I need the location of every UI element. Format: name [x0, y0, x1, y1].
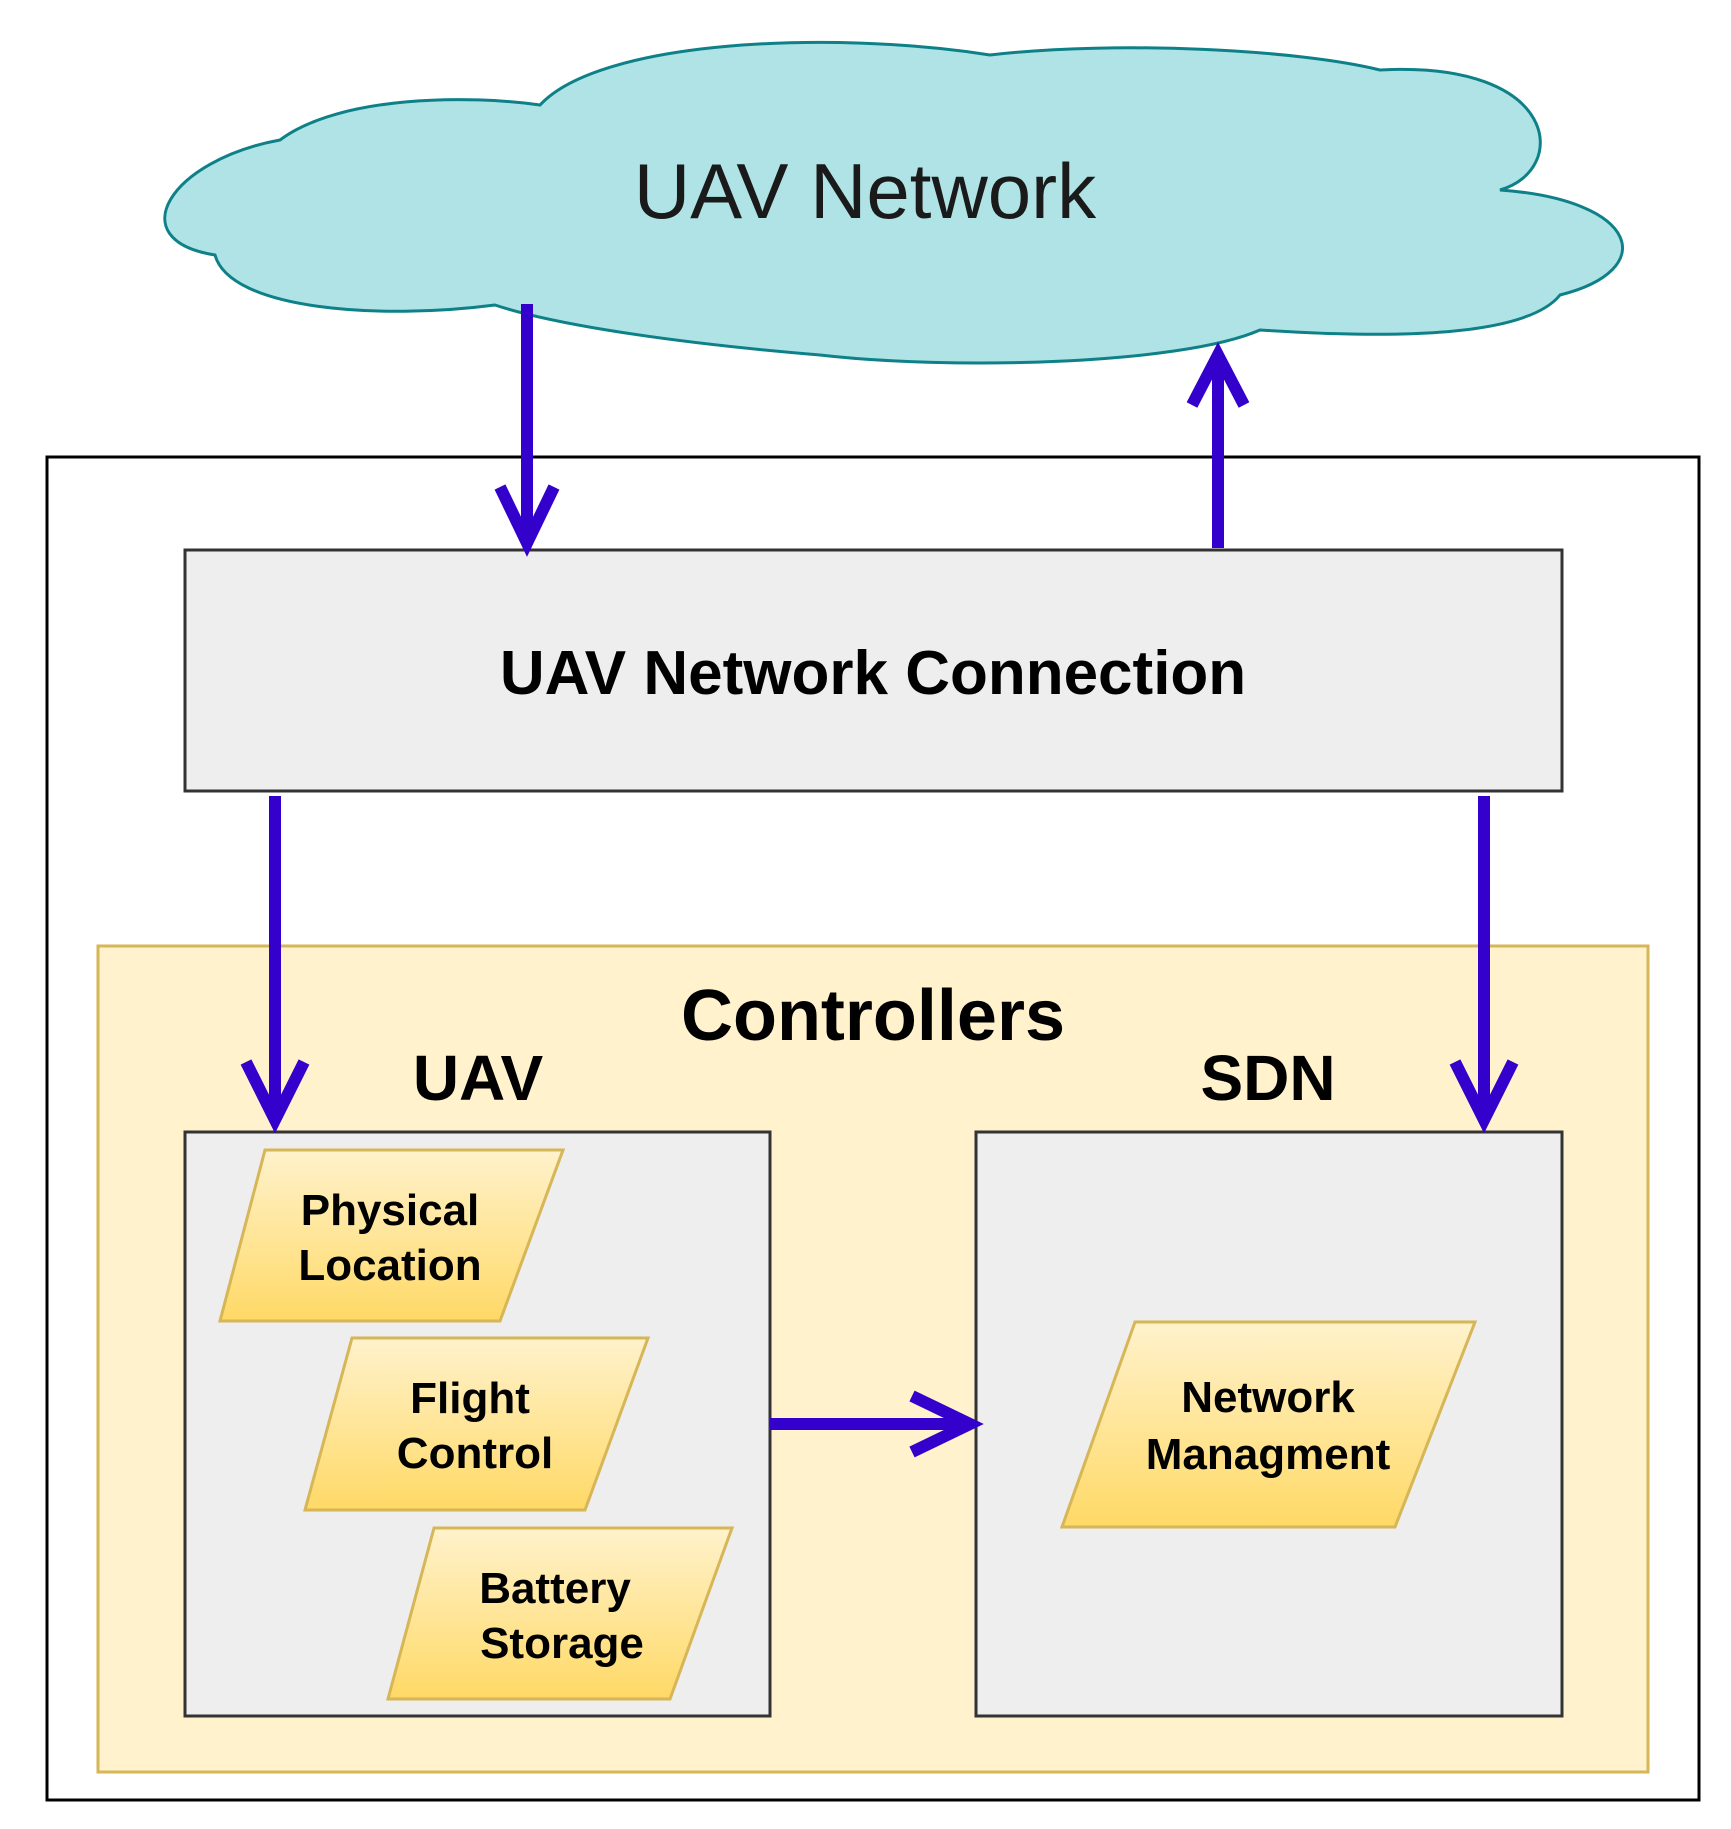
flight-control-module [303, 1336, 651, 1512]
battery-storage-line1: Battery [479, 1564, 631, 1613]
arrow-cloud-to-connection [494, 304, 560, 557]
flight-control-line2: Control [397, 1429, 553, 1478]
arrow-connection-to-uav [240, 796, 310, 1134]
network-connection-label: UAV Network Connection [500, 639, 1246, 708]
controllers-label: Controllers [681, 976, 1065, 1056]
network-connection-box [183, 548, 1564, 793]
physical-location-line2: Location [298, 1241, 481, 1290]
uav-network-cloud [163, 40, 1624, 365]
flight-control-line1: Flight [410, 1374, 530, 1423]
physical-location-line1: Physical [301, 1186, 480, 1235]
battery-storage-module [386, 1526, 735, 1701]
uav-controller-label: UAV [413, 1042, 544, 1114]
network-management-line1: Network [1181, 1373, 1355, 1422]
arrow-uav-to-sdn [770, 1390, 984, 1458]
physical-location-module [218, 1148, 566, 1323]
cloud-label: UAV Network [634, 147, 1097, 235]
network-management-module [1059, 1320, 1478, 1529]
battery-storage-line2: Storage [480, 1619, 644, 1668]
arrow-connection-to-cloud [1186, 341, 1250, 548]
network-management-line2: Managment [1146, 1430, 1391, 1479]
arrow-connection-to-sdn [1449, 796, 1519, 1134]
sdn-controller-label: SDN [1200, 1042, 1335, 1114]
